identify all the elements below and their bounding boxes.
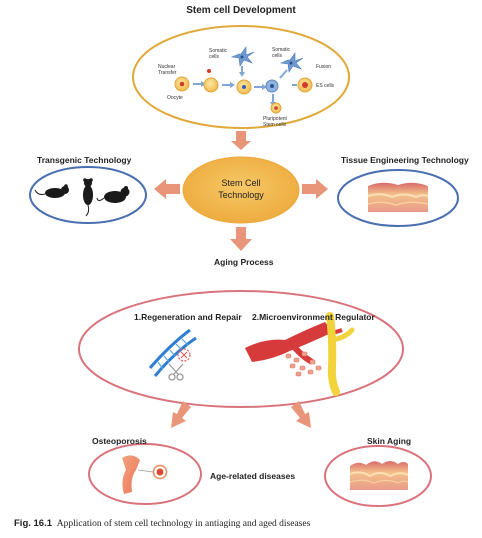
- aging-process-label: Aging Process: [214, 257, 274, 267]
- caption-fig-number: Fig. 16.1: [14, 518, 53, 529]
- mouse-icon: [96, 186, 130, 203]
- somatic-cells-label-1: Somatic cells: [209, 48, 228, 60]
- aging-process-ellipse: [78, 290, 404, 408]
- caption-text: Application of stem cell technology in a…: [56, 519, 311, 529]
- microenvironment-label: 2.Microenvironment Regulator: [252, 312, 375, 322]
- somatic-cells-label-2: Somatic cells: [272, 47, 291, 59]
- arrow-down-2: [230, 227, 252, 251]
- nuclear-transfer-label: Nuclear Transfer: [158, 64, 177, 76]
- mouse-icon: [34, 184, 69, 198]
- stem-cell-technology-ellipse: [182, 156, 300, 224]
- enucleated-cell: [203, 77, 219, 93]
- fusion-label: Fusion: [316, 64, 332, 70]
- transgenic-technology-label: Transgenic Technology: [37, 155, 132, 165]
- stem-cell-technology-label: Stem Cell Technology: [218, 178, 264, 200]
- osteoporosis-ellipse: [88, 443, 202, 505]
- microenvironment-icon: [245, 312, 355, 396]
- figure-caption: Fig. 16.1 Application of stem cell techn…: [14, 518, 310, 529]
- age-related-label: Age-related diseases: [210, 471, 296, 481]
- arrow-to-osteoporosis: [171, 401, 191, 428]
- arrow-down-1: [231, 131, 251, 150]
- diagram-title: Stem cell Development: [186, 5, 296, 16]
- mouse-icon: [83, 178, 93, 217]
- skin-aging-label: Skin Aging: [367, 436, 412, 446]
- arrow-to-skin-aging: [291, 401, 311, 428]
- regeneration-label: 1.Regeneration and Repair: [134, 312, 242, 322]
- tissue-icon: [367, 182, 429, 212]
- bone-icon: [122, 455, 168, 494]
- arrow-left: [154, 179, 180, 199]
- pluripotent-label: Pluripotent Stem cells: [263, 116, 287, 128]
- es-cells-label: ES cells: [316, 83, 335, 89]
- dna-repair-icon: [148, 328, 197, 381]
- arrow-right: [302, 179, 328, 199]
- osteoporosis-label: Osteoporosis: [92, 436, 147, 446]
- skin-icon: [349, 461, 409, 490]
- oocyte-label: Oocyte: [167, 95, 183, 101]
- tissue-engineering-label: Tissue Engineering Technology: [341, 155, 469, 165]
- stem-development-ellipse: [132, 25, 350, 129]
